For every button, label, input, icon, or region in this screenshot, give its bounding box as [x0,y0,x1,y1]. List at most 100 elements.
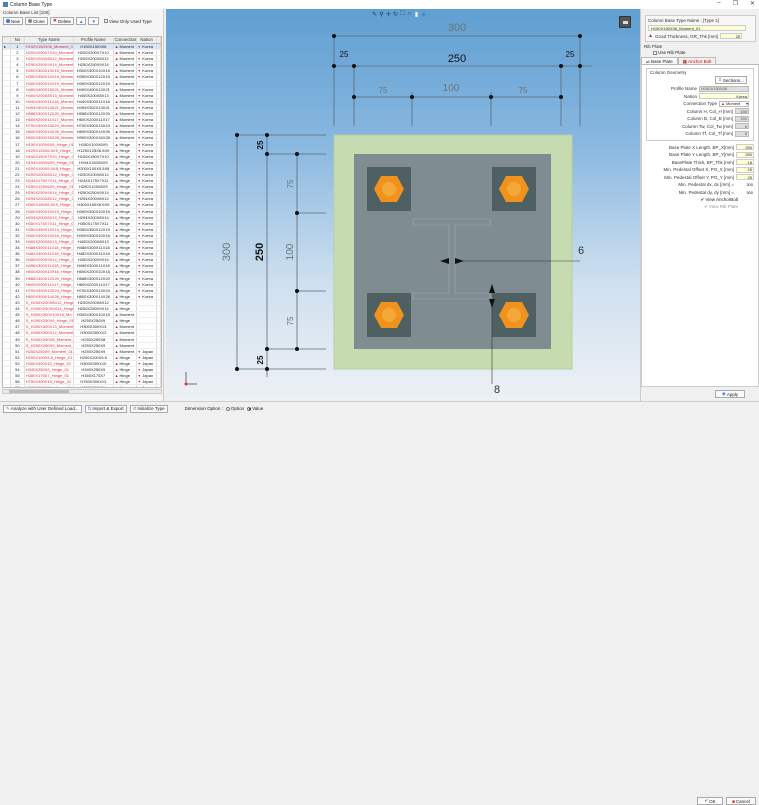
row-nation[interactable]: ▾Korea [137,171,158,178]
row-connection[interactable]: ▲Hinge [114,208,138,214]
row-connection[interactable]: ▲Hinge [114,293,138,299]
row-type-name[interactable]: H494X302X13X21_Moment_01 [25,104,75,111]
row-connection[interactable]: ▲Moment [114,348,138,354]
row-nation[interactable]: ▾Korea [137,111,158,117]
row-type-name[interactable]: S_H300X300X10X15_Mo... [25,312,75,318]
row-connection[interactable]: ▲Hinge [114,269,138,275]
cancel-button[interactable]: ■Cancel [726,797,756,805]
row-type-name[interactable]: H588X300X12X20_Hinge_01 [25,275,75,281]
row-connection[interactable]: ▲Hinge [114,318,138,324]
checkbox-box[interactable] [103,19,108,23]
row-nation[interactable]: ▾Korea [137,184,158,190]
row-type-name[interactable]: H400X300X10X16_Hinge_01 [25,232,75,238]
row-nation[interactable]: ▾Korea [137,50,158,56]
row-type-name[interactable]: H350X175X7X11_Hinge_01 [25,220,75,226]
row-nation[interactable]: ▾Korea [137,251,158,257]
table-row[interactable]: 47S_H300X300X13_Moment_01H300X300X13▲Mom… [3,324,161,331]
pan-icon[interactable]: ✎ [372,12,378,18]
fullscreen-button[interactable] [619,16,631,28]
row-connection[interactable]: ▲Moment [114,68,138,74]
table-row[interactable]: 7H300X300X12X19_Moment_02H300X300X12X19▲… [3,80,161,87]
row-nation[interactable]: ▾Korea [137,56,158,62]
row-type-name[interactable]: H300X300X10X15_Hinge_01 [25,208,75,214]
row-connection[interactable]: ▲Hinge [114,263,138,269]
row-connection[interactable]: ▲Moment [114,74,138,80]
row-nation[interactable] [137,336,158,342]
row-nation[interactable]: ▾Korea [137,245,158,251]
row-type-name[interactable]: S_H300X300X13_Moment_01 [25,324,75,330]
row-type-name[interactable]: H200X200X7X10_Moment_01 [25,50,75,56]
row-connection[interactable]: ▲Moment [114,330,138,336]
row-nation[interactable] [137,80,158,86]
horizontal-scrollbar[interactable] [2,389,162,394]
radio-value[interactable] [247,406,252,411]
row-type-name[interactable]: H350X350X12X19_Hinge_01 [25,226,75,232]
row-connection[interactable]: ▲Hinge [114,184,138,190]
radio-option[interactable] [225,406,230,411]
row-nation[interactable]: ▾Japan [137,348,158,354]
row-type-name[interactable]: H300X300X10_Hinge_01 [25,360,75,366]
row-nation[interactable]: ▾Korea [137,135,158,141]
row-connection[interactable]: ▲Hinge [114,299,138,306]
table-row[interactable]: 4H250X250X9X14_Moment_01H250X250X9X14▲Mo… [3,62,161,69]
field-value[interactable]: 250 [736,144,754,151]
table-row[interactable]: 13H600X200X11X17_Moment_01H600X200X11X17… [3,117,161,124]
row-nation[interactable]: ▾Japan [137,360,158,366]
row-connection[interactable]: ▲Moment [114,44,138,50]
field-value[interactable]: 25 [736,174,754,181]
row-connection[interactable]: ▲Hinge [114,147,138,153]
row-type-name[interactable]: H488X300X11X18_Hinge_01 [25,245,75,251]
row-connection[interactable]: ▲Hinge [114,306,138,312]
row-type-name[interactable]: H125X125X6.5X9_Hinge_01 [25,147,75,153]
nation-field[interactable]: Korea [699,93,749,100]
table-row[interactable]: 8H400X400X13X21_Moment_01H400X400X13X21▲… [3,86,161,93]
row-nation[interactable]: ▾Japan [137,354,158,360]
tab-anchor-bolt[interactable]: ▦ Anchor Bolt [677,57,717,64]
header-no[interactable]: No [11,37,25,43]
row-connection[interactable]: ▲Moment [114,117,138,123]
row-nation[interactable]: ▾Korea [137,117,158,123]
row-type-name[interactable]: H350X175X7_Hinge_01 [25,373,75,379]
scroll-thumb[interactable] [9,390,69,393]
row-type-name[interactable]: H194X150X6X9_Hinge_01 [25,159,75,165]
row-type-name[interactable]: H400X200X8X13_Hinge_01 [25,239,75,245]
row-connection[interactable]: ▲Hinge [114,281,138,287]
row-connection[interactable]: ▲Moment [114,123,138,129]
row-type-name[interactable]: H440X300X11X18_Moment_01 [25,98,75,104]
row-type-name[interactable]: S_H250X250X9X14_Hinge_01 [25,306,75,312]
row-connection[interactable]: ▲Hinge [114,360,138,366]
reset-view-icon[interactable]: ○ [407,11,412,17]
row-nation[interactable] [137,330,158,336]
row-connection[interactable]: ▲Hinge [114,171,138,178]
row-connection[interactable]: ▲Hinge [114,239,138,245]
row-connection[interactable]: ▲Hinge [114,385,138,387]
move-up-button[interactable]: ▲ [76,17,87,25]
row-nation[interactable]: ▾Korea [137,269,158,275]
use-rib-plate-checkbox[interactable]: Use Rib Plate [653,50,759,55]
row-type-name[interactable]: H300X150X6.5X9_Hinge_01 [25,202,75,208]
row-type-name[interactable]: S_H300X300X12_Moment_01 [25,330,75,336]
table-row[interactable]: 16H900X300X16X28_Moment_01H900X300X16X28… [3,135,161,142]
row-nation[interactable] [137,318,158,324]
row-nation[interactable]: ▾Korea [137,220,158,226]
row-connection[interactable]: ▲Moment [114,92,138,98]
row-nation[interactable]: ▾Korea [137,104,158,111]
row-connection[interactable]: ▲Hinge [114,202,138,208]
header-connection[interactable]: Connection [114,37,138,43]
row-nation[interactable]: ▾Korea [137,196,158,202]
grout-input[interactable]: 25 [720,33,743,39]
